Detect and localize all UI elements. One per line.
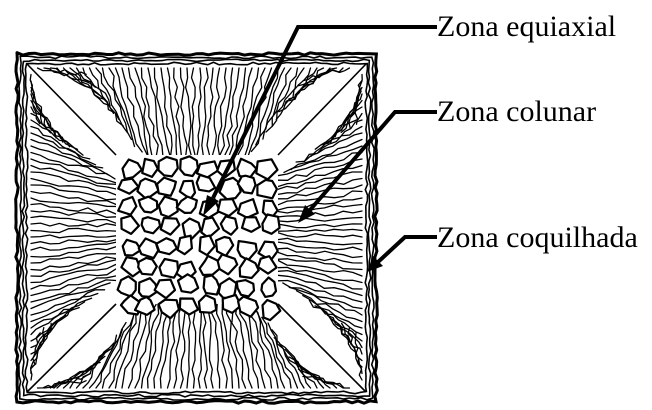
columnar-grain	[31, 280, 116, 302]
columnar-grain	[296, 133, 362, 162]
equiaxed-grain	[242, 217, 260, 232]
columnar-grain	[315, 114, 362, 150]
equiaxed-grain	[157, 178, 176, 196]
columnar-grain	[197, 68, 201, 155]
columnar-grain	[220, 68, 233, 155]
columnar-grain	[174, 68, 182, 155]
columnar-grain	[31, 265, 116, 283]
columnar-grain	[44, 374, 90, 389]
equiaxed-grain	[118, 276, 136, 296]
label-equiaxed-zone: Zona equiaxial	[437, 12, 616, 42]
equiaxed-zone-grains	[116, 155, 280, 320]
columnar-grain	[192, 68, 196, 155]
columnar-grain	[278, 238, 362, 244]
columnar-grain	[103, 68, 132, 140]
columnar-grain	[31, 260, 116, 276]
columnar-grain	[116, 68, 143, 152]
columnar-grain	[192, 304, 195, 388]
label-chill-zone: Zona coquilhada	[437, 223, 638, 253]
label-columnar-zone: Zona colunar	[437, 97, 596, 127]
columnar-grain	[31, 159, 116, 183]
equiaxed-grain	[159, 197, 178, 217]
equiaxed-grain	[180, 156, 198, 176]
columnar-grain	[327, 315, 362, 354]
columnar-grain	[278, 218, 362, 222]
columnar-grain	[31, 228, 116, 232]
columnar-grain	[311, 120, 362, 156]
columnar-grain	[278, 252, 362, 263]
columnar-grain	[278, 242, 362, 250]
columnar-grain	[181, 304, 188, 388]
columnar-grain	[122, 305, 147, 389]
columnar-grain	[181, 68, 188, 155]
columnar-grain	[31, 216, 116, 223]
columnar-grain	[207, 68, 213, 155]
columnar-grain	[278, 233, 362, 237]
columnar-grain	[31, 240, 116, 244]
leader-line-coquilhada	[378, 237, 437, 262]
columnar-grain	[278, 229, 362, 231]
equiaxed-grain	[262, 215, 279, 234]
columnar-grain	[116, 304, 141, 388]
columnar-grain	[278, 224, 362, 228]
equiaxed-grain	[138, 258, 157, 275]
equiaxed-grain	[159, 259, 178, 278]
equiaxed-grain	[159, 157, 178, 177]
columnar-grain	[187, 304, 190, 388]
columnar-grain	[209, 304, 213, 388]
columnar-grain	[198, 304, 201, 388]
equiaxed-grain	[257, 180, 277, 198]
columnar-grain	[31, 223, 116, 227]
equiaxed-grain	[199, 295, 216, 313]
columnar-grain	[278, 275, 362, 295]
columnar-grain	[203, 304, 207, 388]
columnar-grain	[218, 68, 227, 155]
columnar-grain	[31, 235, 116, 238]
columnar-grain	[249, 68, 272, 155]
columnar-grain	[278, 259, 362, 270]
